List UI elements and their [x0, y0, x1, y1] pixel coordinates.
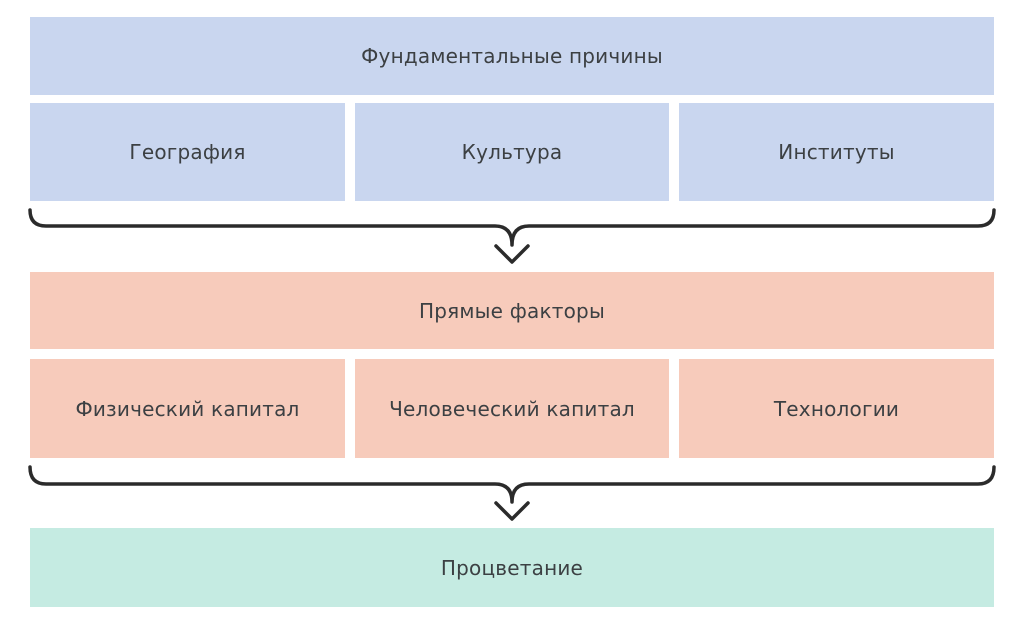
- brace-arrow-top-icon: [28, 208, 996, 264]
- prosperity-box: Процветание: [30, 528, 994, 607]
- physical-capital-box: Физический капитал: [30, 359, 345, 458]
- technology-box: Технологии: [679, 359, 994, 458]
- institutions-box: Институты: [679, 103, 994, 201]
- geography-box: География: [30, 103, 345, 201]
- proximate-factors-header: Прямые факторы: [30, 272, 994, 349]
- culture-box: Культура: [355, 103, 669, 201]
- brace-arrow-bottom-icon: [28, 465, 996, 521]
- human-capital-box: Человеческий капитал: [355, 359, 669, 458]
- fundamental-causes-header: Фундаментальные причины: [30, 17, 994, 95]
